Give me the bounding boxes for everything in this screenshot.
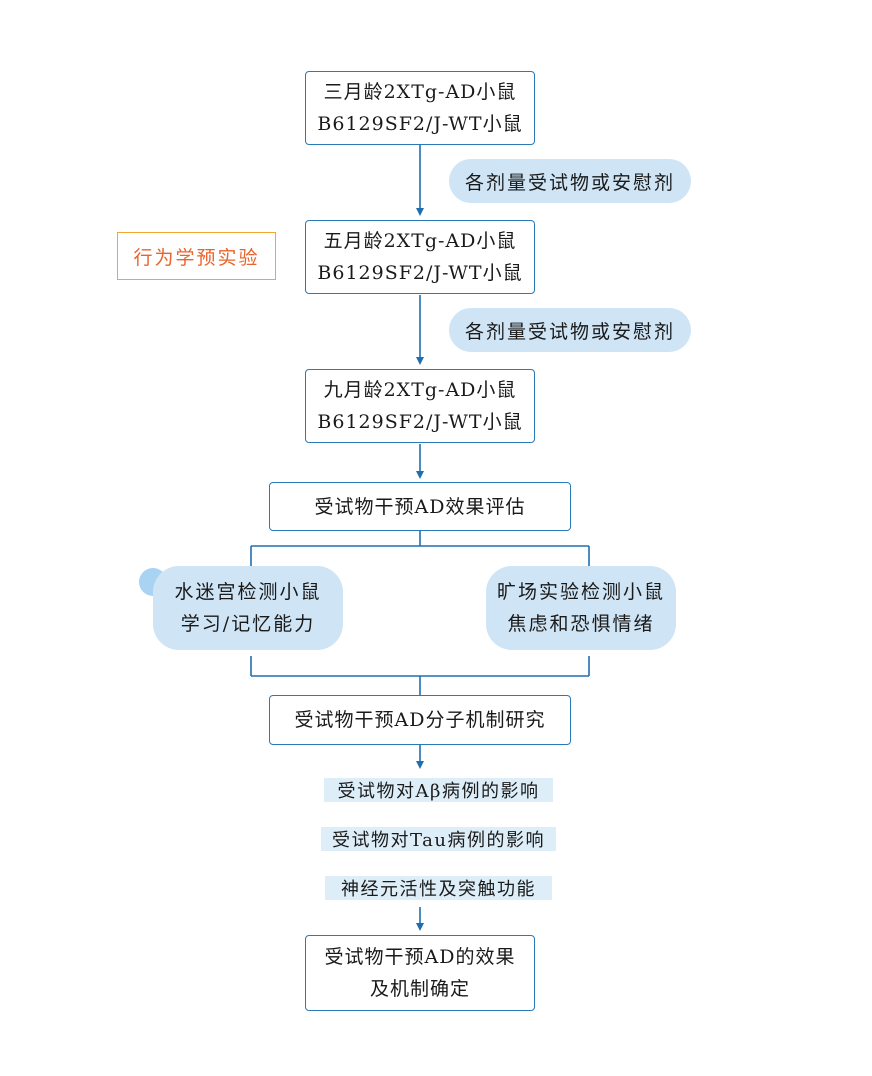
stage-five-month-box: 五月龄2XTg-AD小鼠 B6129SF2/J-WT小鼠 bbox=[305, 220, 535, 294]
conclusion-box: 受试物干预AD的效果 及机制确定 bbox=[305, 935, 535, 1011]
behavior-pretest-note: 行为学预实验 bbox=[117, 232, 276, 280]
open-field-line2: 焦虑和恐惧情绪 bbox=[507, 613, 655, 635]
conclusion-line1: 受试物干预AD的效果 bbox=[324, 946, 516, 968]
water-maze-line1: 水迷宫检测小鼠 bbox=[174, 581, 322, 603]
dosing-pill-first: 各剂量受试物或安慰剂 bbox=[449, 159, 691, 203]
evaluation-box: 受试物干预AD效果评估 bbox=[269, 482, 571, 531]
stage-five-month-line2: B6129SF2/J-WT小鼠 bbox=[317, 262, 523, 284]
effect-synapse: 神经元活性及突触功能 bbox=[325, 876, 552, 900]
mechanism-box: 受试物干预AD分子机制研究 bbox=[269, 695, 571, 745]
open-field-line1: 旷场实验检测小鼠 bbox=[496, 581, 665, 603]
stage-nine-month-box: 九月龄2XTg-AD小鼠 B6129SF2/J-WT小鼠 bbox=[305, 369, 535, 443]
water-maze-line2: 学习/记忆能力 bbox=[180, 613, 316, 635]
dosing-pill-second: 各剂量受试物或安慰剂 bbox=[449, 308, 691, 352]
stage-three-month-box: 三月龄2XTg-AD小鼠 B6129SF2/J-WT小鼠 bbox=[305, 71, 535, 145]
stage-nine-month-line2: B6129SF2/J-WT小鼠 bbox=[317, 411, 523, 433]
conclusion-line2: 及机制确定 bbox=[369, 978, 470, 1000]
stage-nine-month-line1: 九月龄2XTg-AD小鼠 bbox=[323, 379, 517, 401]
effect-abeta: 受试物对Aβ病例的影响 bbox=[324, 778, 553, 802]
water-maze-test: 水迷宫检测小鼠 学习/记忆能力 bbox=[153, 566, 343, 650]
open-field-test: 旷场实验检测小鼠 焦虑和恐惧情绪 bbox=[486, 566, 676, 650]
effect-tau: 受试物对Tau病例的影响 bbox=[321, 827, 556, 851]
stage-three-month-line2: B6129SF2/J-WT小鼠 bbox=[317, 113, 523, 135]
stage-five-month-line1: 五月龄2XTg-AD小鼠 bbox=[323, 230, 517, 252]
stage-three-month-line1: 三月龄2XTg-AD小鼠 bbox=[323, 81, 517, 103]
